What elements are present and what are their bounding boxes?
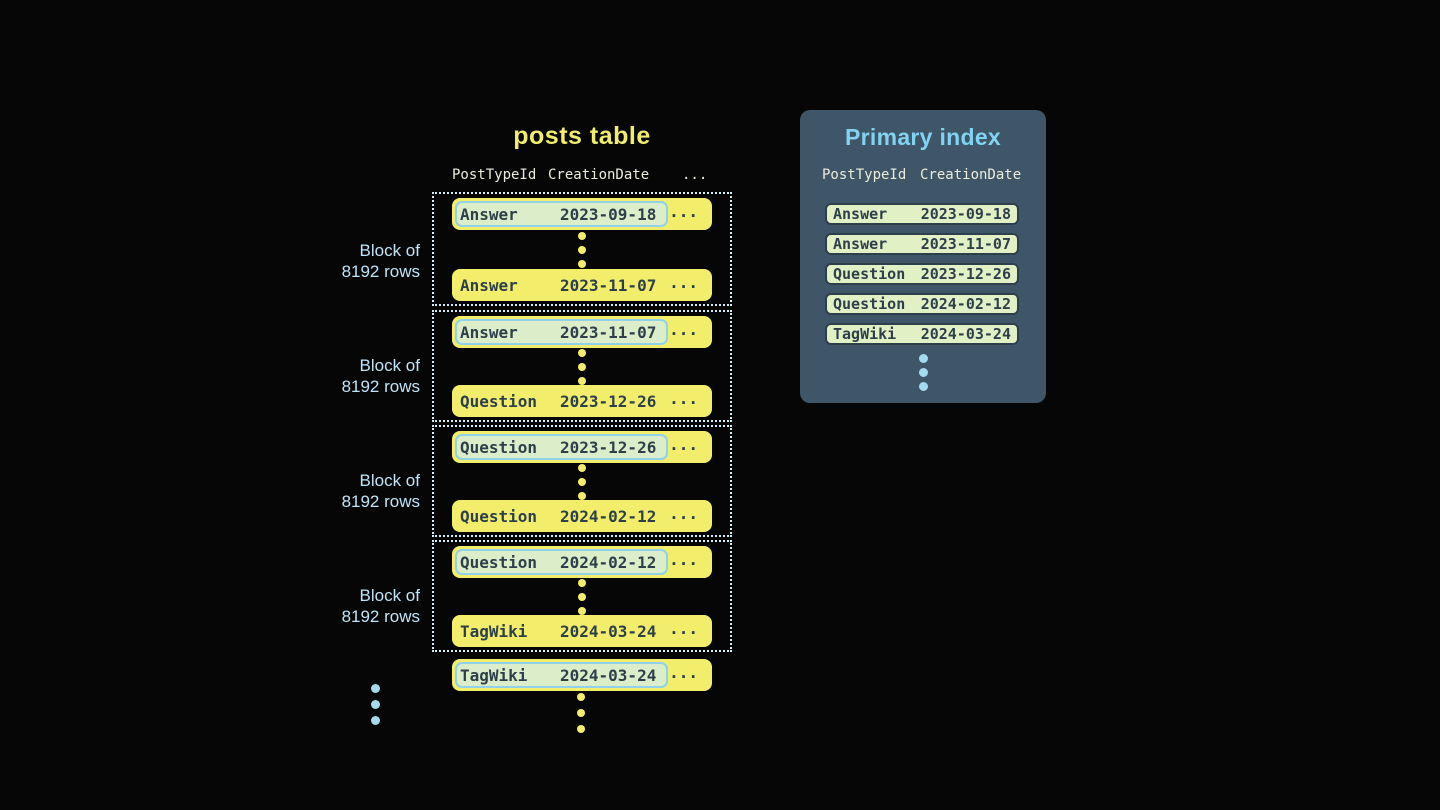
- block-label-line1: Block of: [359, 241, 420, 260]
- block-size-label: Block of 8192 rows: [280, 240, 420, 282]
- post-type-cell: Question: [460, 506, 538, 526]
- post-type-cell: Answer: [460, 275, 518, 295]
- posts-table-column-headers: PostTypeId CreationDate ...: [452, 167, 712, 183]
- row-ellipsis: ...: [669, 389, 698, 408]
- table-row: Answer 2023-11-07 ...: [452, 269, 712, 301]
- creation-date-cell: 2024-03-24: [560, 665, 657, 685]
- block-label-line1: Block of: [359, 356, 420, 375]
- block-label-line2: 8192 rows: [341, 607, 420, 626]
- primary-index-panel: Primary index PostTypeId CreationDate An…: [800, 110, 1046, 403]
- table-row: TagWiki 2024-03-24 ...: [452, 615, 712, 647]
- block-size-label: Block of 8192 rows: [280, 470, 420, 512]
- vertical-ellipsis-icon: [578, 348, 586, 385]
- indexed-columns-highlight: TagWiki 2024-03-24: [455, 662, 669, 688]
- index-row: TagWiki 2024-03-24: [825, 323, 1019, 345]
- post-type-cell: Answer: [833, 235, 888, 253]
- creation-date-cell: 2024-02-12: [560, 506, 657, 526]
- block-label-line1: Block of: [359, 586, 420, 605]
- row-ellipsis: ...: [669, 619, 698, 638]
- creation-date-cell: 2024-02-12: [560, 552, 657, 572]
- block-label-line2: 8192 rows: [341, 262, 420, 281]
- post-type-cell: Answer: [460, 204, 518, 224]
- table-row: Answer 2023-11-07 ...: [452, 316, 712, 348]
- block-size-label: Block of 8192 rows: [280, 585, 420, 627]
- primary-index-rows: Answer 2023-09-18 Answer 2023-11-07 Questi…: [825, 203, 1019, 353]
- table-block-4: Question 2024-02-12 ... TagWiki 2024-03-24…: [432, 540, 732, 652]
- creation-date-cell: 2023-09-18: [560, 204, 657, 224]
- post-type-cell: Question: [833, 265, 906, 283]
- table-row: Question 2024-02-12 ...: [452, 546, 712, 578]
- post-type-cell: TagWiki: [460, 621, 528, 641]
- table-block-2: Answer 2023-11-07 ... Question 2023-12-26 …: [432, 310, 732, 422]
- row-ellipsis: ...: [669, 202, 698, 221]
- post-type-cell: Question: [460, 437, 538, 457]
- vertical-ellipsis-icon: [577, 693, 585, 733]
- indexed-columns-highlight: Answer 2023-11-07: [455, 319, 669, 345]
- primary-index-title: Primary index: [844, 124, 1002, 150]
- indexed-columns-highlight: Answer 2023-09-18: [455, 201, 669, 227]
- column-header-posttypeid: PostTypeId: [452, 167, 537, 183]
- creation-date-cell: 2023-12-26: [920, 265, 1011, 283]
- row-ellipsis: ...: [669, 663, 698, 682]
- creation-date-cell: 2024-03-24: [560, 621, 657, 641]
- posts-table-title: posts table: [513, 122, 651, 150]
- index-row: Question 2024-02-12: [825, 293, 1019, 315]
- column-header-ellipsis: ...: [682, 167, 708, 183]
- index-row: Answer 2023-09-18: [825, 203, 1019, 225]
- more-blocks-ellipsis-icon: [371, 684, 380, 725]
- creation-date-cell: 2023-12-26: [560, 437, 657, 457]
- vertical-ellipsis-icon: [578, 578, 586, 615]
- row-cells: TagWiki 2024-03-24: [452, 622, 656, 641]
- creation-date-cell: 2023-11-07: [560, 275, 657, 295]
- post-type-cell: TagWiki: [833, 325, 897, 343]
- row-ellipsis: ...: [669, 550, 698, 569]
- creation-date-cell: 2023-09-18: [920, 205, 1011, 223]
- post-type-cell: Answer: [460, 322, 518, 342]
- column-header-creationdate: CreationDate: [548, 167, 650, 183]
- table-block-3: Question 2023-12-26 ... Question 2024-02-1…: [432, 425, 732, 537]
- indexed-columns-highlight: Question 2024-02-12: [455, 549, 669, 575]
- primary-index-column-headers: PostTypeId CreationDate: [822, 167, 1032, 183]
- creation-date-cell: 2024-03-24: [920, 325, 1011, 343]
- column-header-posttypeid: PostTypeId: [822, 167, 907, 183]
- row-ellipsis: ...: [669, 273, 698, 292]
- creation-date-cell: 2023-12-26: [560, 391, 657, 411]
- creation-date-cell: 2023-11-07: [560, 322, 657, 342]
- row-ellipsis: ...: [669, 435, 698, 454]
- indexed-columns-highlight: Question 2023-12-26: [455, 434, 669, 460]
- vertical-ellipsis-icon: [578, 231, 586, 268]
- column-header-creationdate: CreationDate: [920, 167, 1022, 183]
- post-type-cell: Question: [460, 552, 538, 572]
- vertical-ellipsis-icon: [578, 463, 586, 500]
- creation-date-cell: 2023-11-07: [920, 235, 1011, 253]
- index-row: Answer 2023-11-07: [825, 233, 1019, 255]
- table-block-1: Answer 2023-09-18 ... Answer 2023-11-07 ..…: [432, 192, 732, 306]
- table-row: Answer 2023-09-18 ...: [452, 198, 712, 230]
- row-cells: Answer 2023-11-07: [452, 276, 656, 295]
- row-cells: Question 2024-02-12: [452, 507, 656, 526]
- row-ellipsis: ...: [669, 320, 698, 339]
- table-row: Question 2023-12-26 ...: [452, 385, 712, 417]
- post-type-cell: Answer: [833, 205, 888, 223]
- table-row-overflow: TagWiki 2024-03-24 ...: [452, 659, 712, 691]
- index-row: Question 2023-12-26: [825, 263, 1019, 285]
- row-ellipsis: ...: [669, 504, 698, 523]
- post-type-cell: TagWiki: [460, 665, 528, 685]
- table-row: Question 2023-12-26 ...: [452, 431, 712, 463]
- block-label-line2: 8192 rows: [341, 377, 420, 396]
- creation-date-cell: 2024-02-12: [920, 295, 1011, 313]
- post-type-cell: Question: [833, 295, 906, 313]
- vertical-ellipsis-icon: [918, 354, 928, 391]
- post-type-cell: Question: [460, 391, 538, 411]
- table-row: Question 2024-02-12 ...: [452, 500, 712, 532]
- block-label-line2: 8192 rows: [341, 492, 420, 511]
- row-cells: Question 2023-12-26: [452, 392, 656, 411]
- more-index-rows-ellipsis: [800, 354, 1046, 391]
- block-label-line1: Block of: [359, 471, 420, 490]
- block-size-label: Block of 8192 rows: [280, 355, 420, 397]
